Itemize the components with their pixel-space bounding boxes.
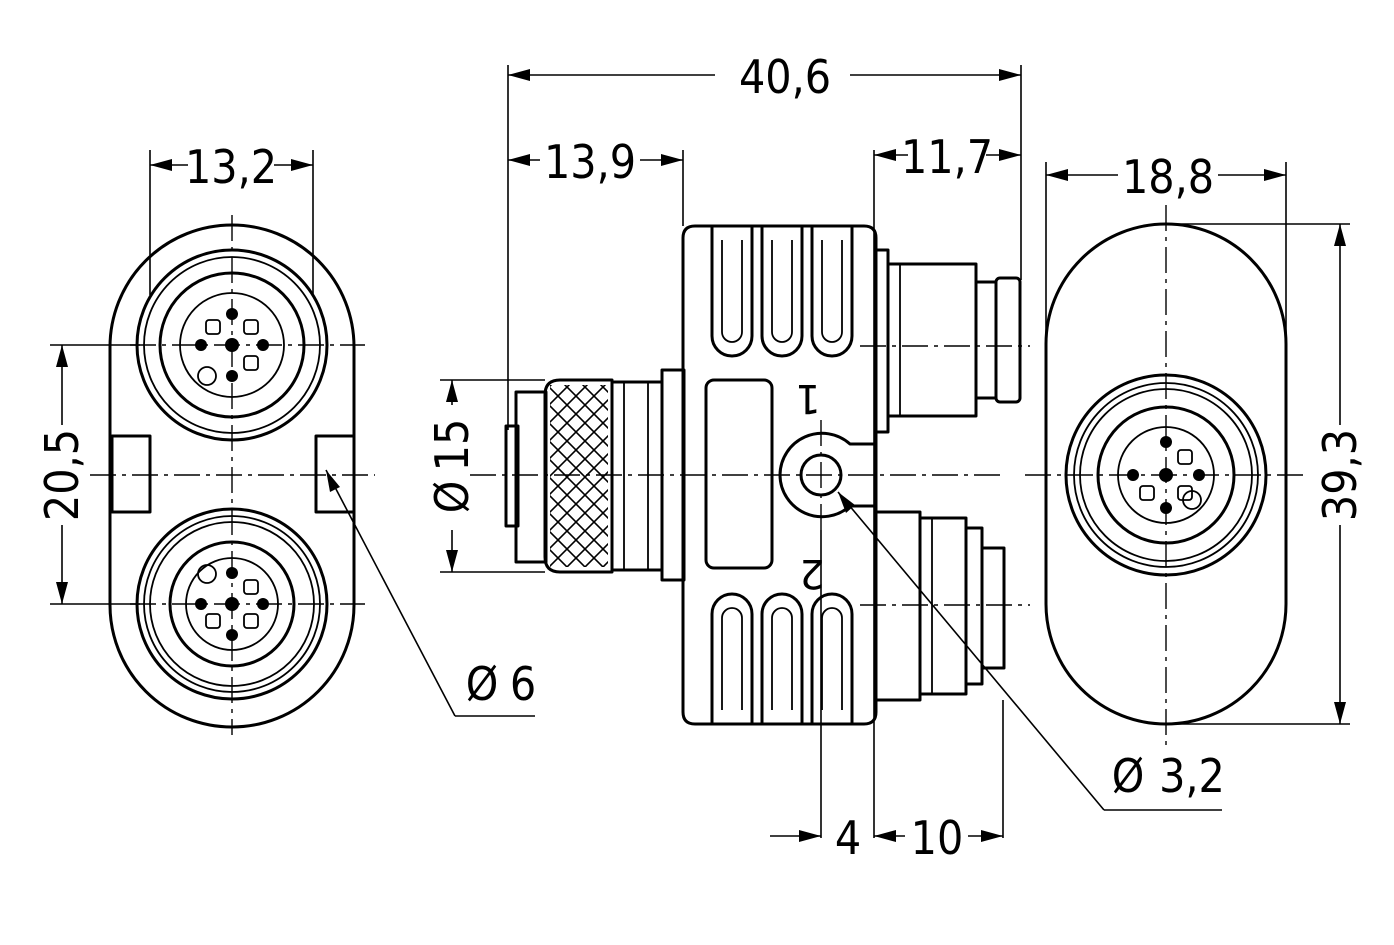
port-1-mark: 1 bbox=[795, 375, 820, 421]
dim-right-width: 18,8 bbox=[1122, 150, 1214, 204]
dim-left-width: 13,2 bbox=[185, 140, 277, 194]
dim-female-length: 13,9 bbox=[544, 135, 636, 189]
dim-overall-length: 40,6 bbox=[739, 50, 831, 104]
dim-hole-center-symbol: Ø bbox=[1112, 749, 1145, 803]
dim-outlet-diameter: 15 bbox=[425, 419, 479, 472]
dim-height: 39,3 bbox=[1313, 429, 1367, 521]
dim-pitch: 20,5 bbox=[35, 429, 89, 521]
dim-hole-offset: 4 bbox=[835, 811, 861, 865]
dim-outlet-diameter-symbol: Ø bbox=[425, 481, 479, 514]
dim-hole-left-symbol: Ø bbox=[466, 657, 499, 711]
left-view bbox=[90, 215, 375, 735]
dim-port-offset: 10 bbox=[911, 811, 964, 865]
dim-male-length: 11,7 bbox=[901, 130, 993, 184]
side-view: 1 2 bbox=[470, 224, 1030, 726]
right-view bbox=[1025, 205, 1305, 745]
dim-hole-center: 3,2 bbox=[1159, 749, 1225, 803]
dim-hole-left: 6 bbox=[510, 657, 536, 711]
dimensions: 40,6 13,9 11,7 13,2 18,8 20,5 bbox=[35, 50, 1367, 865]
